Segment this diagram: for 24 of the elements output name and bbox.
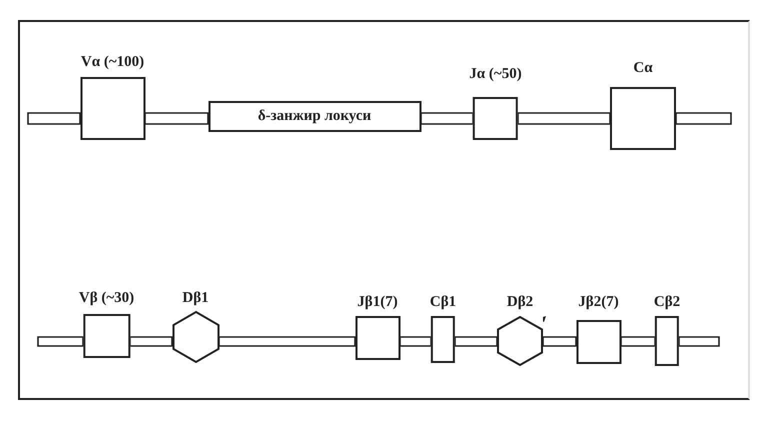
chromosome-bar — [678, 336, 720, 347]
chromosome-bar — [218, 336, 356, 347]
chromosome-bar — [517, 112, 611, 125]
chromosome-bar — [542, 336, 577, 347]
segment-label: Jβ2(7) — [578, 293, 619, 311]
segment-label: Vα (~100) — [80, 53, 144, 71]
segment-label: Dβ2 — [506, 293, 534, 311]
segment-label: Jβ1(7) — [357, 293, 398, 311]
segment-label: Cβ1 — [430, 293, 456, 311]
chromosome-bar — [27, 112, 81, 125]
segment-label: Cβ2 — [654, 293, 680, 311]
chromosome-bar — [620, 336, 656, 347]
chromosome-bar — [675, 112, 732, 125]
segment-label: Jα (~50) — [469, 65, 522, 83]
chromosome-bar — [144, 112, 209, 125]
chromosome-bar — [129, 336, 173, 347]
segment-label: Dβ1 — [182, 289, 209, 307]
locus-label: δ-занжир локуси — [258, 108, 372, 125]
segment-label: Vβ (~30) — [78, 289, 134, 307]
chromosome-bar — [399, 336, 432, 347]
chromosome-bar — [454, 336, 498, 347]
segment-label: Cα — [633, 59, 653, 77]
chromosome-bar — [37, 336, 84, 347]
chromosome-bar — [420, 112, 474, 125]
